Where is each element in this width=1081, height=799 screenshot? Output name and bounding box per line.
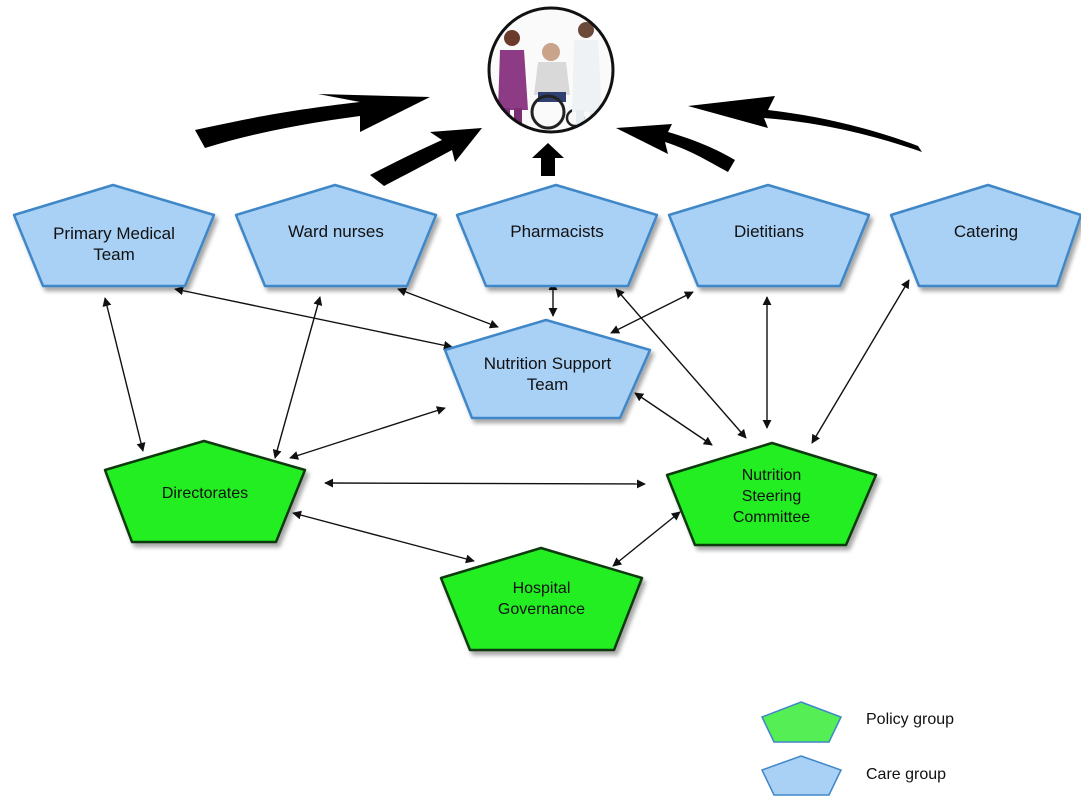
arrow-pharmacists-nsc — [615, 288, 747, 439]
arrow-nst-directorates — [289, 406, 446, 460]
legend-policy-swatch — [760, 701, 843, 743]
node-hospital-governance: Hospital Governance — [497, 580, 586, 618]
arrow-nst-nsc — [634, 392, 713, 446]
node-dietitians: Dietitians — [734, 221, 804, 241]
arrow-wardnurses-nst — [397, 287, 499, 329]
care-group-nodes — [12, 183, 1081, 420]
node-directorates: Directorates — [161, 484, 249, 502]
node-nutrition-support-team: Nutrition Support Team — [483, 354, 612, 394]
arrow-governance-nsc — [612, 511, 681, 567]
legend-care-label: Care group — [866, 766, 947, 783]
arrow-directorates-nsc — [324, 478, 646, 489]
node-catering: Catering — [953, 221, 1019, 241]
node-pharmacists-shape — [455, 183, 659, 288]
catering-to-patient-arrow — [688, 96, 922, 152]
primary-team-to-patient-arrow — [195, 94, 430, 148]
legend-care-swatch — [760, 755, 843, 796]
patient-care-photo-icon — [487, 6, 615, 134]
dietitians-to-patient-arrow — [616, 124, 735, 172]
node-pharmacists: Pharmacists — [510, 221, 604, 241]
legend-policy-label: Policy group — [866, 711, 955, 728]
node-catering-shape — [889, 183, 1081, 288]
relationship-arrows — [102, 279, 910, 567]
arrow-catering-nsc — [811, 279, 910, 444]
node-nutrition-steering-committee: Nutrition Steering Committee — [732, 466, 811, 526]
node-primary-medical-team: Primary Medical Team — [53, 224, 175, 264]
care-to-patient-arrows — [195, 94, 922, 186]
node-nutrition-steering-committee-shape — [665, 441, 878, 547]
arrow-directorates-governance — [292, 510, 475, 564]
arrow-wardnurses-directorates — [272, 296, 323, 459]
node-primary-medical-team-shape — [12, 183, 216, 288]
node-nutrition-support-team-shape — [443, 318, 652, 420]
policy-group-nodes — [103, 439, 878, 652]
pharmacists-to-patient-arrow — [532, 143, 564, 176]
node-ward-nurses-shape — [234, 183, 438, 288]
node-dietitians-shape — [667, 183, 871, 288]
legend — [760, 701, 843, 796]
node-hospital-governance-shape — [439, 546, 644, 652]
node-directorates-shape — [103, 439, 307, 544]
arrow-pmt-directorates — [102, 297, 146, 452]
ward-nurses-to-patient-arrow — [370, 128, 482, 186]
node-ward-nurses: Ward nurses — [288, 221, 384, 241]
